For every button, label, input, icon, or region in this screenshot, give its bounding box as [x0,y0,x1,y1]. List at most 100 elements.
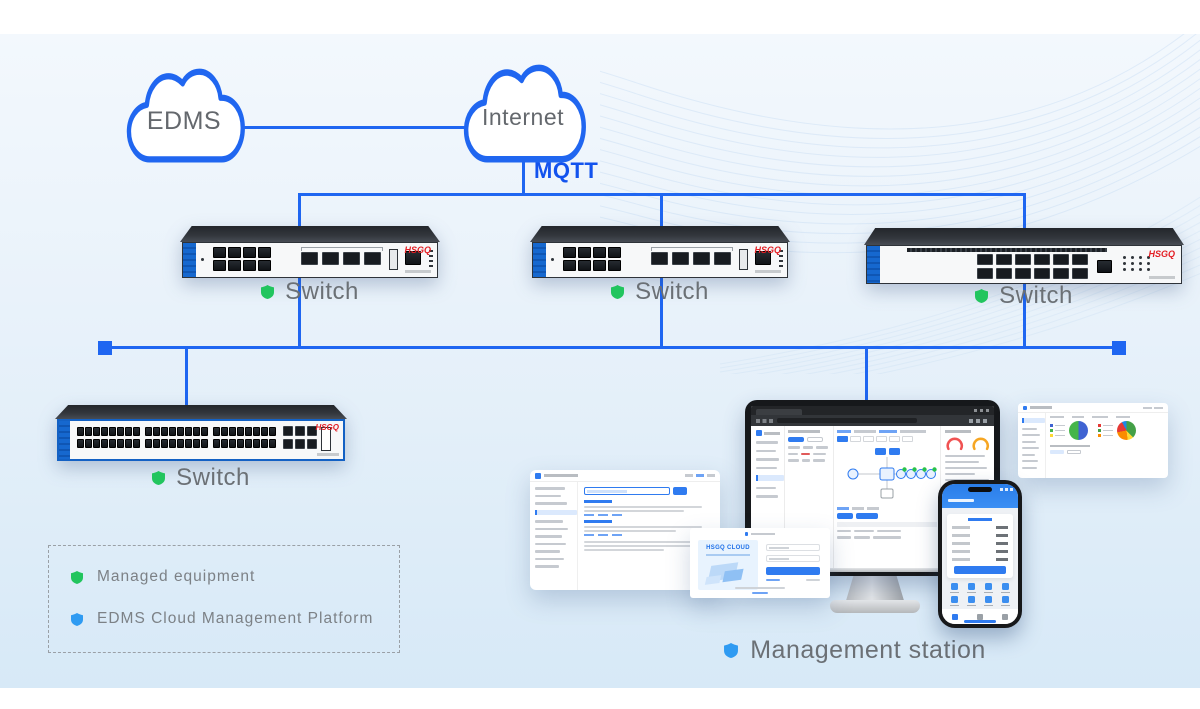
vent-strip [907,248,1107,252]
legend-label: EDMS Cloud Management Platform [97,610,374,627]
console-slot [739,249,748,270]
internet-drop-line [522,158,525,196]
login-brand-text: HSGQ CLOUD [706,545,750,551]
memory-gauge [972,437,989,451]
shield-icon [261,285,275,299]
phone-bottom-nav [942,609,1018,624]
led-icon [551,258,554,261]
switch-label: Switch [285,278,359,305]
brand-logo: HSGQ [754,245,781,255]
login-illustration: HSGQ CLOUD [698,540,758,590]
faceplate-cap [183,243,196,277]
shield-icon [724,643,739,658]
browser-titlebar [751,406,994,415]
led-grid [1123,256,1150,271]
led-column [779,250,783,267]
nms-topology-panel [834,426,940,568]
action-button [837,512,853,519]
sfp-port-block [651,252,731,265]
dashboard-content [1046,413,1168,478]
rj45-port-group [213,427,276,448]
faceplate-cap [867,246,880,283]
pie-chart-1 [1050,421,1088,440]
rj45-port-group [145,427,208,448]
cpu-gauge [946,437,963,451]
phone-mockup [938,480,1022,628]
usb-slot [321,427,331,451]
username-field [766,544,820,551]
access-switch-device: HSGQ [55,405,347,461]
phone-info-card [947,514,1013,578]
faceplate-cap [59,421,70,459]
shield-icon [975,289,989,303]
led-column [429,250,433,267]
bus-endpoint [1112,341,1126,355]
rj45-port-block [563,247,621,271]
model-text [405,270,431,273]
shield-icon [611,285,625,299]
cloud-label: Internet [482,104,564,131]
legend-label: Managed equipment [97,568,256,585]
sfp-port-block [283,426,317,449]
home-tab-icon [951,613,958,620]
brand-logo: HSGQ [1148,249,1175,259]
action-button [856,512,878,519]
switch-label-row: Switch [530,278,790,306]
drop-line [865,348,868,404]
bus-endpoint [98,341,112,355]
nms-device-list [785,426,834,568]
switch-device-1: HSGQ [180,226,440,278]
shield-icon [152,471,166,485]
dashboard-titlebar [1018,403,1168,413]
phone-primary-button [954,566,1006,574]
shield-icon [71,612,83,626]
search-input [584,487,670,495]
cloud-link-line [240,126,466,129]
dashboard-screenshot [1018,403,1168,478]
drop-line [660,193,663,229]
console-slot [389,249,398,270]
switch-lid [180,226,440,242]
password-field [766,555,820,562]
browser-toolbar [751,415,994,426]
sfp-port-block [301,252,381,265]
switch-label: Switch [999,282,1073,309]
rj45-port-block [213,247,271,271]
profile-tab-icon [1002,613,1009,620]
switch-label: Switch [635,278,709,305]
uplink-port [1097,260,1112,273]
phone-notch [968,487,992,492]
switch-label-row: Switch [180,278,440,306]
switch-label-row: Switch [55,464,347,492]
url-bar [777,418,917,423]
monitor-chin [751,568,994,572]
sfp-bracket [301,247,383,251]
edms-cloud: EDMS [124,68,245,163]
mqtt-label: MQTT [534,158,599,183]
drop-line [298,193,301,229]
monitor-stand-neck [845,576,905,604]
sfp-port-block [977,254,1088,279]
app-content [578,482,720,590]
brand-logo: HSGQ [404,245,431,255]
app-logo-icon [535,472,541,479]
legend-item: Managed equipment [71,568,255,586]
switch-label: Switch [176,464,250,491]
model-text [317,453,339,456]
legend-box: Managed equipment EDMS Cloud Management … [48,545,400,653]
model-text [1149,276,1175,279]
legend-item: EDMS Cloud Management Platform [71,610,373,628]
uplink-port [405,251,421,265]
phone-icon-grid [947,583,1013,606]
switch-device-3: HSGQ [864,228,1184,284]
switch-label-row: Switch [864,282,1184,310]
drop-line [1023,282,1026,348]
rj45-port-group [77,427,140,448]
phone-screen [942,484,1018,624]
brand-logo: HSGQ [315,423,339,432]
model-text [755,270,781,273]
app-titlebar [530,470,720,482]
app-sidebar [530,482,578,590]
management-station-label: Management station [750,636,986,664]
